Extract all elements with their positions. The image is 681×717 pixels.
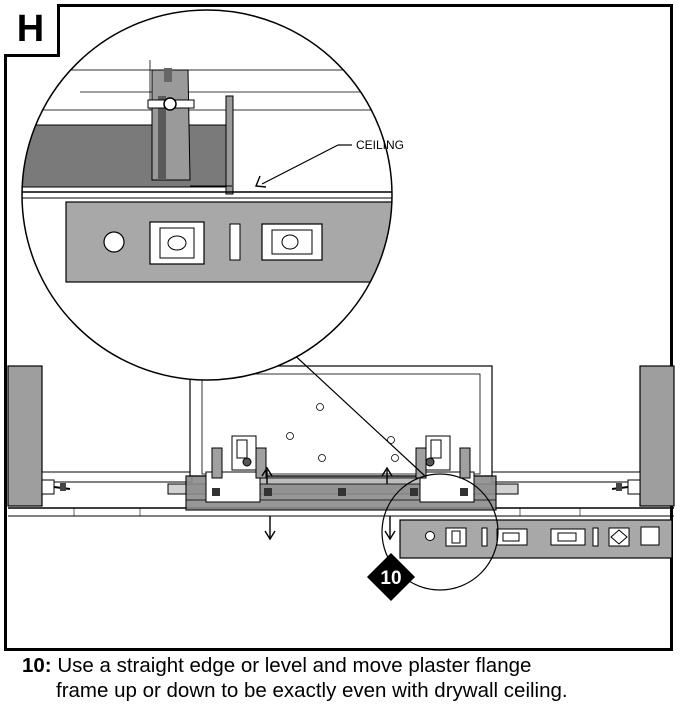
instruction-caption: 10: Use a straight edge or level and mov… (4, 648, 673, 704)
step-number-marker: 10 (366, 552, 416, 602)
focus-circle (381, 473, 499, 591)
right-joist (639, 365, 675, 507)
left-joist (7, 365, 43, 507)
left-nail (41, 479, 71, 495)
instruction-line-1: Use a straight edge or level and move pl… (57, 654, 532, 677)
instruction-number: 10: (22, 654, 52, 677)
detail-magnifier: CEILING (21, 9, 404, 381)
step-letter: H (16, 8, 45, 50)
ceiling-label: CEILING (356, 138, 404, 152)
left-hanger-bar (41, 471, 193, 483)
adjust-arrows (261, 466, 396, 541)
mounting-frame (167, 435, 519, 511)
instruction-line-2: frame up or down to be exactly even with… (56, 679, 568, 702)
right-hanger-bar (491, 471, 641, 483)
step-letter-box: H (4, 4, 60, 57)
right-nail (611, 479, 641, 495)
flange-plate (399, 519, 673, 559)
step-number-text: 10 (380, 568, 401, 589)
fixture-assembly (7, 324, 675, 591)
